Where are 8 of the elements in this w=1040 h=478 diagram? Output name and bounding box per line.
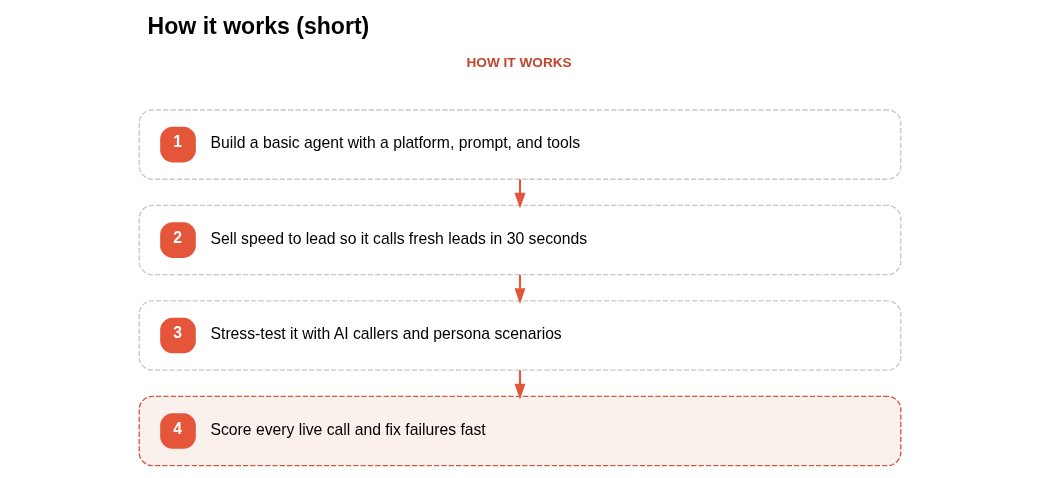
arrow [514,179,526,209]
node-box: 2 Sell speed to lead so it calls fresh leads in 30 seconds [138,204,902,276]
label: HOW IT WORKS [466,55,572,71]
node-box: 3 Stress-test it with AI callers and persona scenarios [138,300,902,371]
diagram-title: How it works (short) [147,13,370,40]
node-box: 4 Score every live call and fix failures fast [138,395,902,467]
node-box: 1 Build a basic agent with a platform, prompt, and tools [138,109,902,180]
arrow [514,370,526,400]
